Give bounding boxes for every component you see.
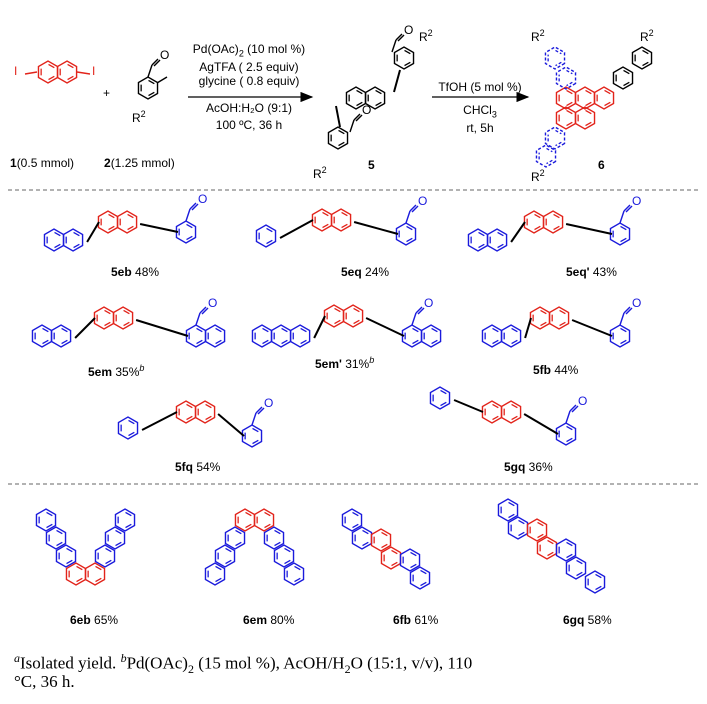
label-5eq-prime: 5eq' 43%	[566, 265, 617, 279]
svg-text:O: O	[208, 296, 217, 310]
svg-text:O: O	[198, 192, 207, 206]
structure-5em-prime: O	[251, 296, 442, 348]
intermediate-5-structure: OO	[327, 23, 415, 150]
label-5fb: 5fb 44%	[533, 363, 579, 377]
svg-text:O: O	[632, 194, 641, 208]
structure-5eb: O	[43, 192, 207, 252]
structure-5eq-prime: O	[467, 194, 641, 252]
structure-5fb: O	[481, 296, 641, 348]
svg-text:O: O	[264, 396, 273, 410]
svg-text:O: O	[424, 296, 433, 310]
label-5fq: 5fq 54%	[175, 460, 221, 474]
reactant-1-diiodonaphthalene	[24, 60, 91, 84]
svg-text:O: O	[160, 48, 169, 62]
label-5eq: 5eq 24%	[341, 265, 390, 279]
iodo-label-right: I	[92, 64, 96, 78]
structure-6eb	[35, 508, 136, 586]
product-r2-bottom: R2	[531, 168, 545, 184]
svg-text:O: O	[578, 394, 587, 408]
svg-text:O: O	[418, 194, 427, 208]
label-5eb: 5eb 48%	[111, 265, 160, 279]
intermediate-number: 5	[368, 158, 375, 172]
plus-sign: +	[103, 86, 111, 100]
intermediate-r2-bottom: R2	[313, 165, 327, 181]
label-5em: 5em 35%b	[88, 363, 145, 379]
structure-5em: O	[31, 296, 226, 348]
svg-text:O: O	[362, 103, 371, 117]
structure-5gq: O	[429, 386, 587, 446]
label-6fb: 6fb 61%	[393, 613, 439, 627]
label-6eb: 6eb 65%	[70, 613, 119, 627]
intermediate-r2-top: R2	[419, 28, 433, 44]
label-5em-prime: 5em' 31%b	[315, 355, 375, 371]
structure-6em	[204, 508, 305, 586]
product-r2-topright: R2	[640, 28, 654, 44]
reactant2-r2-label: R2	[132, 109, 146, 125]
conditions-2-top: TfOH (5 mol %)	[438, 80, 522, 94]
reactant-2-tolualdehyde: O	[137, 48, 169, 100]
label-5gq: 5gq 36%	[504, 460, 553, 474]
label-6gq: 6gq 58%	[563, 613, 612, 627]
conditions-2-bottom: CHCl3 rt, 5h	[463, 103, 497, 136]
product-r2-topleft: R2	[531, 28, 545, 44]
structure-6gq	[497, 498, 606, 594]
structure-5eq: O	[255, 194, 427, 248]
label-6em: 6em 80%	[243, 613, 295, 627]
structure-6fb	[341, 508, 431, 590]
conditions-1-lower: AcOH:H₂O (9:1) 100 ºC, 36 h	[205, 101, 292, 132]
footnote-line-2: °C, 36 h.	[14, 672, 75, 691]
footnote-line-1: aIsolated yield. bPd(OAc)2 (15 mol %), A…	[14, 651, 473, 677]
product-number: 6	[598, 158, 605, 172]
svg-text:O: O	[632, 296, 641, 310]
svg-text:O: O	[404, 23, 413, 37]
iodo-label-left: I	[14, 64, 18, 78]
structure-5fq: O	[117, 396, 273, 448]
reactant1-label: 1(0.5 mmol)	[10, 156, 75, 170]
reactant2-label: 2(1.25 mmol)	[104, 156, 175, 170]
conditions-1: Pd(OAc)2 (10 mol %) AgTFA ( 2.5 equiv) g…	[192, 42, 306, 89]
product-6-structure	[535, 46, 653, 168]
